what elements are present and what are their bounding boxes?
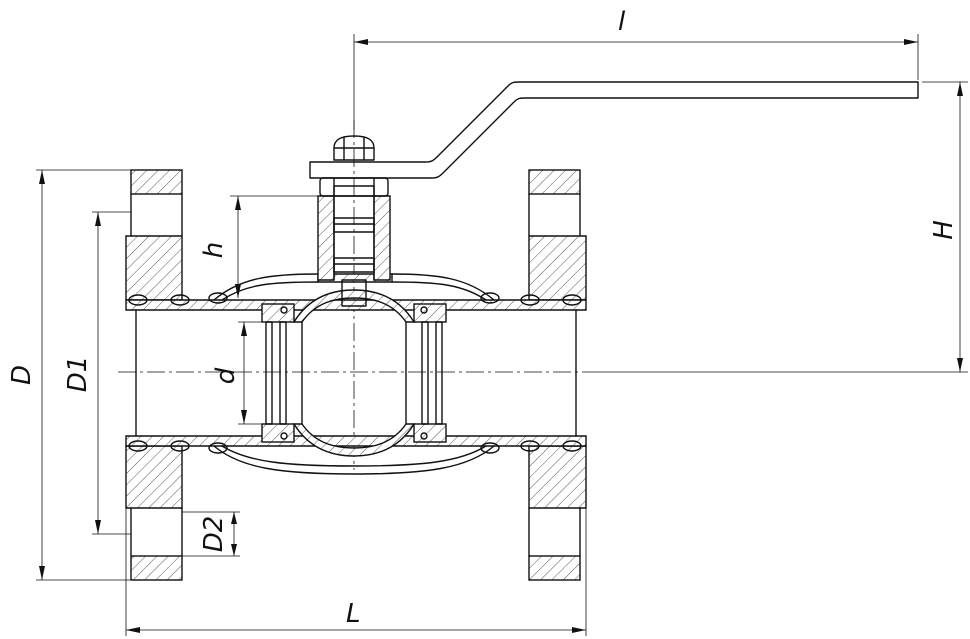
label-D1: D1 — [63, 356, 93, 393]
label-L: L — [346, 599, 361, 629]
right-seat — [413, 303, 447, 443]
label-D: D — [7, 365, 37, 385]
label-H: H — [929, 220, 959, 240]
left-flange — [125, 169, 183, 581]
right-flange — [528, 169, 587, 581]
pipe-walls — [125, 299, 587, 447]
label-d: d — [211, 367, 241, 384]
stem-nut — [333, 135, 375, 161]
weld-beads — [128, 292, 582, 454]
dimension-lines — [36, 34, 968, 636]
label-h: h — [199, 242, 229, 258]
label-l: l — [618, 7, 626, 37]
left-seat — [261, 303, 295, 443]
label-D2: D2 — [199, 516, 229, 553]
handle-lever — [309, 81, 919, 179]
ball — [292, 289, 416, 457]
stem-neck — [317, 177, 391, 307]
